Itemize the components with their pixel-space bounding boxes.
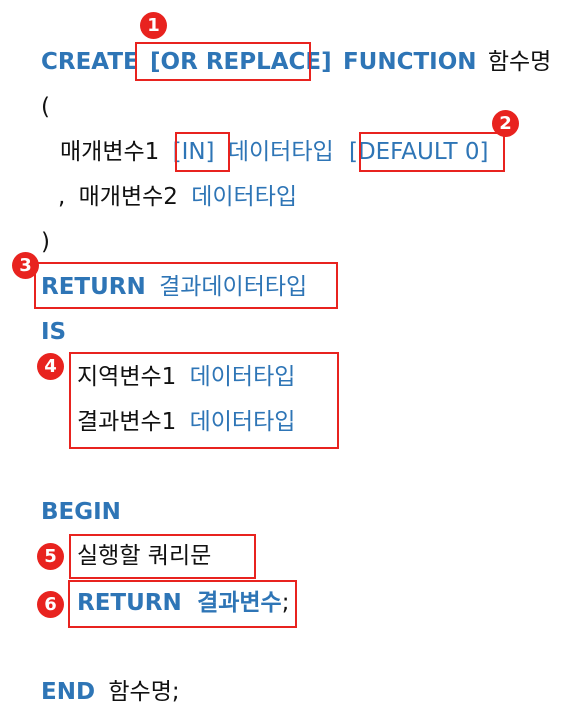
keyword-function: FUNCTION	[342, 49, 477, 75]
end-semicolon: ;	[171, 679, 180, 705]
highlight-box-or-replace	[135, 42, 311, 81]
keyword-return: RETURN	[41, 274, 146, 300]
code-line-param1: 매개변수1 [IN] 데이터타입 [DEFAULT 0]	[60, 137, 489, 167]
code-line-query: 실행할 쿼리문	[77, 541, 211, 571]
keyword-begin: BEGIN	[41, 499, 121, 525]
highlight-box-local-vars	[69, 352, 339, 449]
code-line-return-var: RETURN 결과변수;	[77, 588, 289, 618]
badge-6: 6	[37, 591, 64, 618]
param1-type: 데이터타입	[227, 139, 334, 165]
badge-2: 2	[492, 110, 519, 137]
badge-1: 1	[140, 12, 167, 39]
paren-open: (	[41, 94, 50, 120]
end-function-name: 함수명	[108, 679, 172, 705]
keyword-is: IS	[41, 319, 67, 345]
code-line-paren-close: )	[41, 227, 50, 257]
keyword-return-2: RETURN	[77, 590, 182, 616]
badge-4: 4	[37, 353, 64, 380]
highlight-box-default	[359, 132, 505, 172]
param1-name: 매개변수1	[60, 139, 160, 165]
result-var-type: 데이터타입	[189, 409, 296, 435]
result-var-name: 결과변수1	[77, 409, 177, 435]
code-line-begin: BEGIN	[41, 497, 121, 527]
code-line-local-var: 지역변수1 데이터타입	[77, 362, 295, 392]
highlight-box-query	[69, 534, 256, 579]
return-semicolon: ;	[281, 590, 290, 616]
query-text: 실행할 쿼리문	[77, 543, 212, 569]
param1-default: [DEFAULT 0]	[348, 139, 489, 165]
code-line-param2: , 매개변수2 데이터타입	[58, 182, 297, 212]
return-type: 결과데이터타입	[159, 274, 308, 300]
param1-in: [IN]	[172, 139, 215, 165]
code-line-return-type: RETURN 결과데이터타입	[41, 272, 307, 302]
code-line-paren-open: (	[41, 92, 50, 122]
code-line-end: END 함수명;	[41, 677, 180, 707]
highlight-box-return-var	[68, 580, 297, 628]
code-line-create: CREATE [OR REPLACE] FUNCTION 함수명	[41, 47, 551, 77]
highlight-box-in	[175, 132, 230, 172]
local-var-type: 데이터타입	[189, 364, 296, 390]
code-line-result-var: 결과변수1 데이터타입	[77, 407, 295, 437]
badge-5: 5	[37, 543, 64, 570]
paren-close: )	[41, 229, 50, 255]
function-name: 함수명	[487, 49, 552, 75]
local-var-name: 지역변수1	[77, 364, 177, 390]
keyword-create: CREATE	[41, 49, 139, 75]
keyword-end: END	[41, 679, 96, 705]
highlight-box-return-type	[34, 262, 338, 309]
param2-name: 매개변수2	[78, 184, 178, 210]
param2-type: 데이터타입	[191, 184, 298, 210]
return-var-name: 결과변수	[197, 590, 282, 616]
param2-comma: ,	[58, 184, 66, 210]
code-line-is: IS	[41, 317, 66, 347]
keyword-or-replace: [OR REPLACE]	[150, 49, 332, 75]
badge-3: 3	[12, 252, 39, 279]
